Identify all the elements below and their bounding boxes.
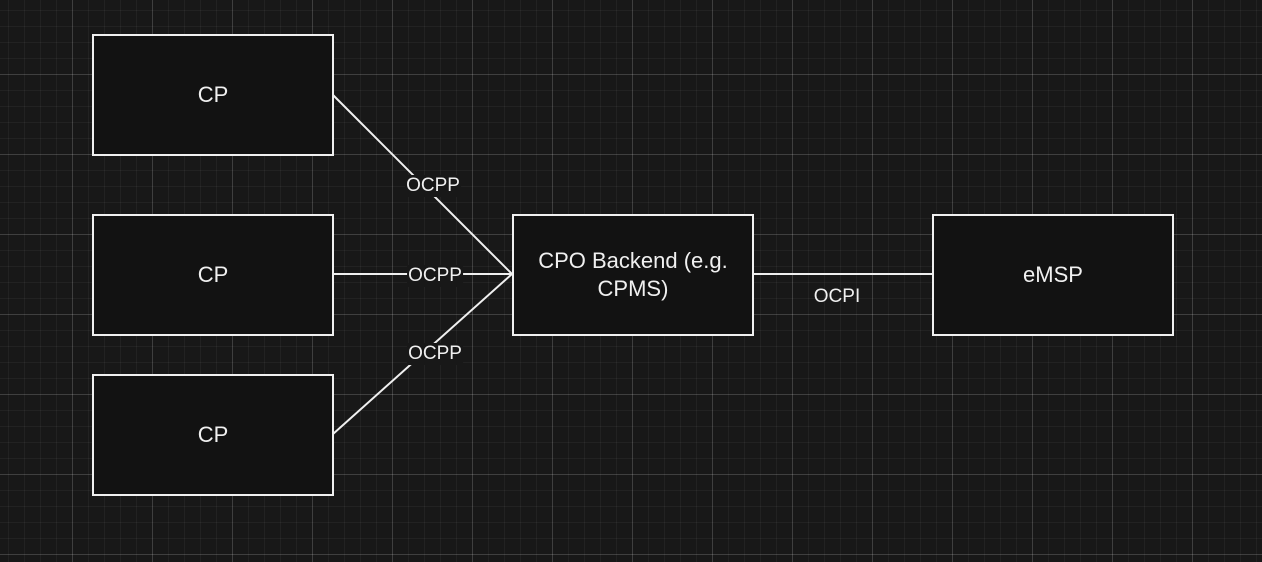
node-emsp-label: eMSP: [1023, 262, 1083, 287]
node-cp-top-label: CP: [197, 82, 229, 107]
node-emsp[interactable]: eMSP: [932, 214, 1174, 336]
node-cpo-backend-label: CPO Backend (e.g. CPMS): [538, 248, 728, 301]
edge-label-cp-bottom-cpo: OCPP: [407, 343, 463, 365]
edge-label-cp-top-cpo: OCPP: [405, 175, 461, 197]
edge-label-cp-middle-cpo: OCPP: [407, 265, 463, 287]
node-cp-bottom-label: CP: [197, 422, 229, 447]
node-cp-top[interactable]: CP: [92, 34, 334, 156]
node-cp-middle[interactable]: CP: [92, 214, 334, 336]
node-cp-bottom[interactable]: CP: [92, 374, 334, 496]
edge-label-cpo-emsp: OCPI: [813, 286, 861, 307]
node-cpo-backend[interactable]: CPO Backend (e.g. CPMS): [512, 214, 754, 336]
node-cp-middle-label: CP: [197, 262, 229, 287]
